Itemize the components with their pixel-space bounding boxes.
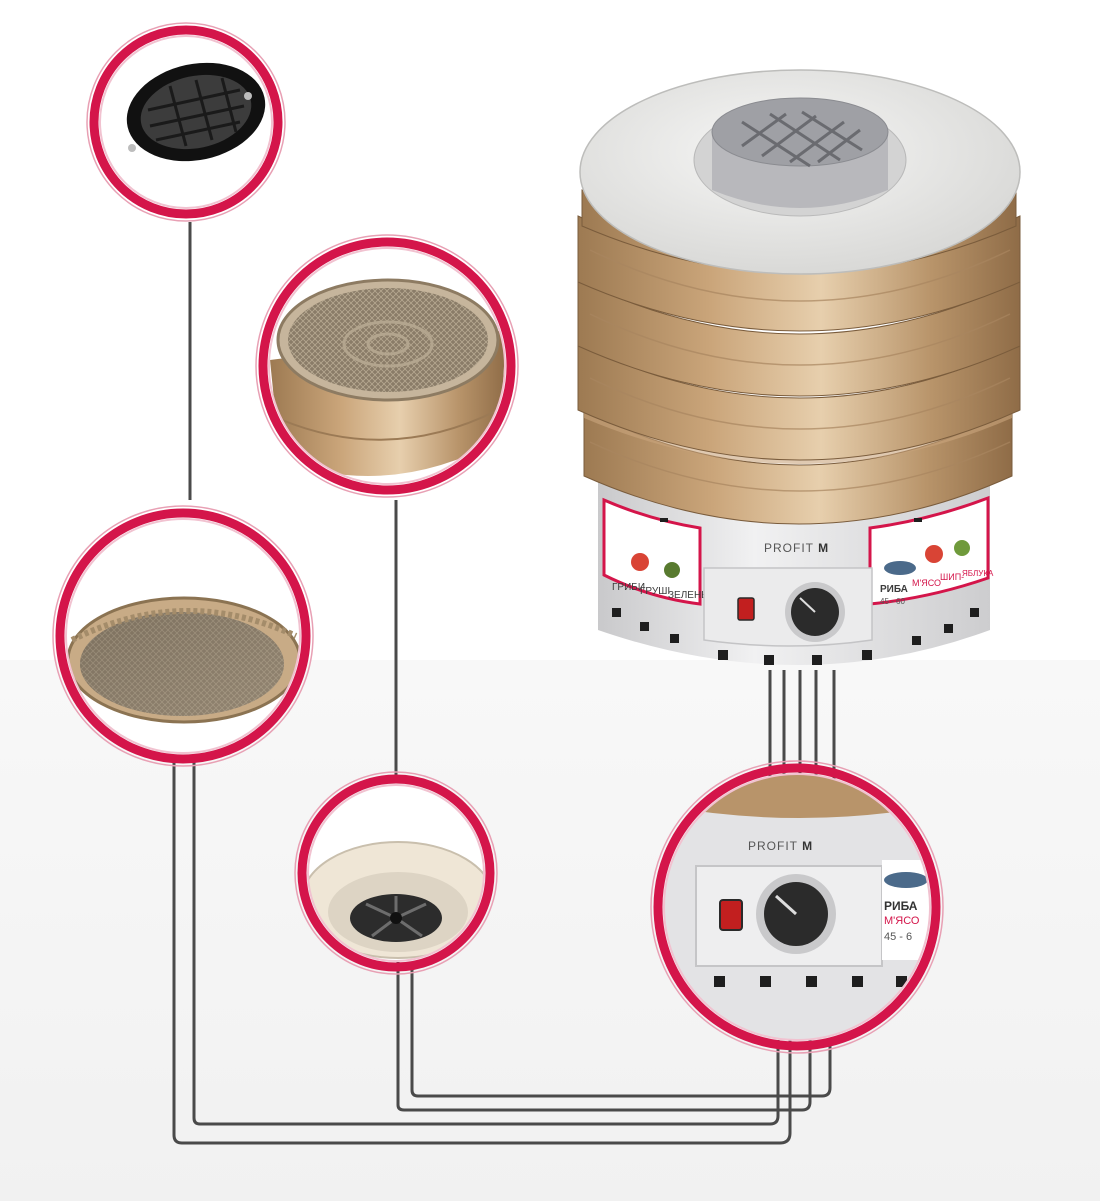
power-switch[interactable] — [737, 597, 755, 621]
label-right-text-4: ЯБЛУКА — [962, 569, 994, 578]
callout-mesh-sheet — [52, 505, 314, 767]
label-right-text-2: М'ЯСО — [912, 578, 941, 588]
zoom-label-line1: РИБА — [884, 899, 918, 913]
brand-logo: PROFIT M — [764, 541, 829, 555]
base-vents — [612, 518, 979, 665]
fish-icon — [884, 561, 916, 575]
berries-icon — [925, 545, 943, 563]
label-left-text-3: ЗЕЛЕНЬ — [668, 590, 708, 601]
callout-fan — [294, 771, 498, 975]
callout-control-panel: PROFIT M РИБА М'ЯСО 45 - 6 — [650, 760, 944, 1054]
zoom-brand-logo: PROFIT M — [748, 839, 813, 853]
strawberry-icon — [631, 553, 649, 571]
dehydrator-main: ГРИБИ ГРУШІ ЗЕЛЕНЬ РИБА М'ЯСО ШИП- ЯБЛУК… — [577, 69, 1021, 665]
label-left-text-2: ГРУШІ — [640, 586, 670, 597]
herbs-icon — [664, 562, 680, 578]
zoom-label-temp: 45 - 6 — [884, 931, 912, 943]
greens-icon — [954, 540, 970, 556]
label-right-text-3: ШИП- — [940, 572, 964, 582]
label-right-text-1: РИБА — [880, 584, 908, 595]
callout-vent — [86, 22, 286, 222]
label-sticker-left — [602, 497, 702, 606]
callout-tray — [255, 234, 519, 498]
lid-vent-grille — [741, 110, 863, 168]
zoom-label-line2: М'ЯСО — [884, 915, 920, 927]
label-right-temp: 45 - 60 — [880, 597, 905, 606]
thermostat-pointer — [799, 597, 816, 613]
label-left-text-1: ГРИБИ — [612, 582, 645, 593]
